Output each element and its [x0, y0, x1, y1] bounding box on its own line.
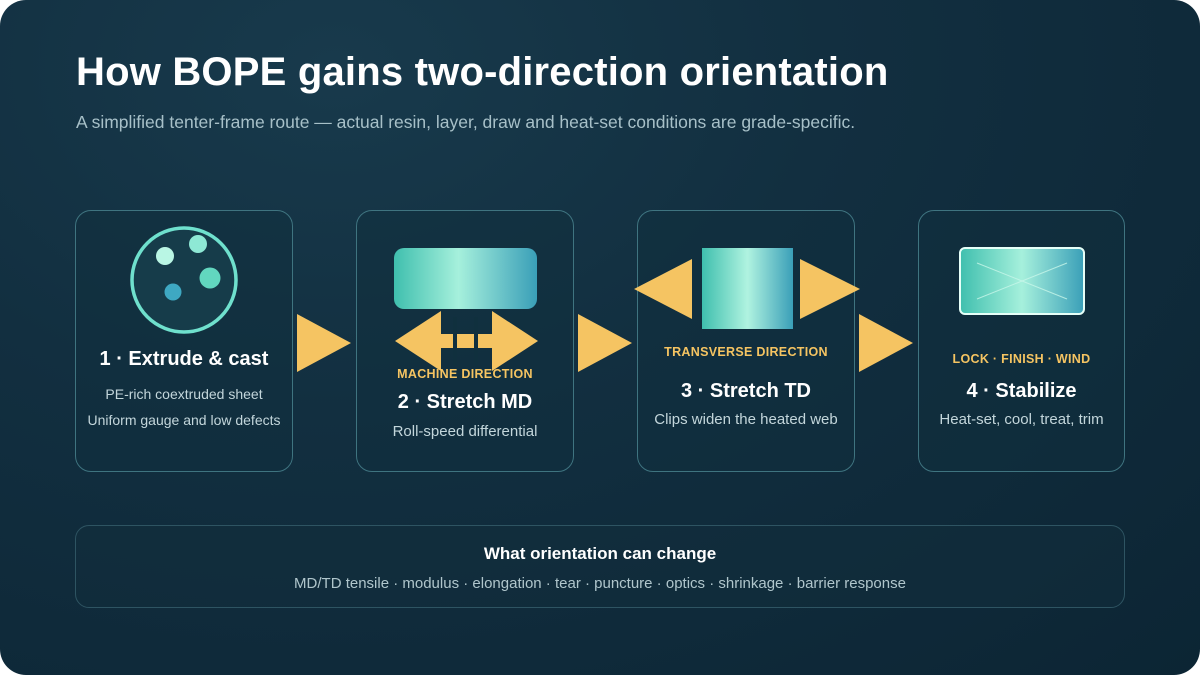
step-card-stretch-md: MACHINE DIRECTION 2 · Stretch MD Roll-sp… — [356, 210, 574, 472]
step-card-stretch-td: TRANSVERSE DIRECTION 3 · Stretch TD Clip… — [634, 210, 860, 472]
transverse-direction-stretch-icon — [634, 248, 860, 329]
step-title: 3 · Stretch TD — [680, 380, 812, 402]
page-subtitle: A simplified tenter-frame route — actual… — [76, 112, 856, 132]
step-description: Roll-speed differential — [392, 423, 538, 440]
summary-panel: What orientation can change MD/TD tensil… — [75, 525, 1125, 608]
stabilized-film-icon — [959, 247, 1085, 315]
page-title: How BOPE gains two-direction orientation — [76, 50, 889, 94]
stage-label: LOCK · FINISH · WIND — [952, 352, 1091, 366]
step-title: 4 · Stabilize — [966, 380, 1077, 402]
step-title: 2 · Stretch MD — [397, 391, 533, 413]
direction-label: MACHINE DIRECTION — [397, 367, 533, 381]
circle-particles-icon — [130, 226, 238, 334]
flow-arrow-icon — [297, 314, 351, 372]
step-title: 1 · Extrude & cast — [99, 348, 269, 370]
direction-label: TRANSVERSE DIRECTION — [664, 345, 828, 359]
step-card-extrude: 1 · Extrude & cast PE-rich coextruded sh… — [75, 210, 293, 472]
step-description: Clips widen the heated web — [654, 411, 838, 428]
step-card-stabilize: LOCK · FINISH · WIND 4 · Stabilize Heat-… — [918, 210, 1125, 472]
flow-arrow-icon — [578, 314, 632, 372]
step-description: Heat-set, cool, treat, trim — [939, 411, 1104, 428]
summary-title: What orientation can change — [483, 544, 717, 563]
step-description: Uniform gauge and low defects — [87, 412, 281, 428]
machine-direction-stretch-icon — [394, 248, 538, 371]
summary-properties: MD/TD tensile · modulus · elongation · t… — [294, 575, 906, 592]
step-description: PE-rich coextruded sheet — [105, 386, 263, 402]
flow-arrow-icon — [859, 314, 913, 372]
